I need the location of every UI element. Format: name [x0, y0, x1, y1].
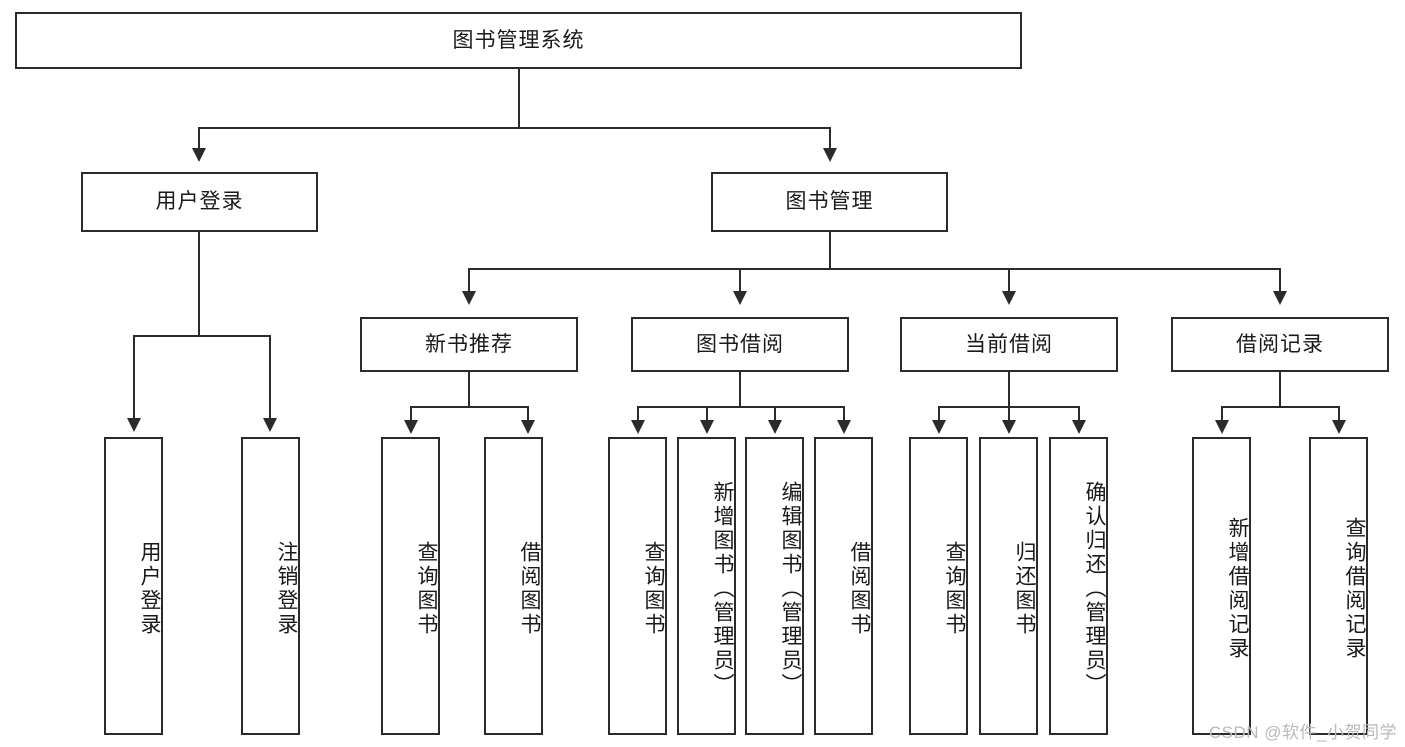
leaf-user-login-logout[interactable]: 注销登录 — [241, 437, 300, 735]
arrowhead-book-manage-current-borrow — [1002, 291, 1016, 305]
node-borrow-record[interactable]: 借阅记录 — [1171, 317, 1389, 372]
node-label: 图书管理 — [785, 190, 874, 214]
leaf-book-borrow-query[interactable]: 查询图书 — [608, 437, 667, 735]
leaf-label: 注销登录 — [275, 541, 298, 637]
arrowhead-new-book-leaf-1 — [404, 420, 418, 434]
arrowhead-book-borrow-leaf-2 — [700, 420, 714, 434]
connector-root-to-book-manage — [829, 127, 831, 151]
connector-new-book-bus — [410, 406, 528, 408]
connector-book-manage-to-borrow-record — [1279, 268, 1281, 294]
connector-book-borrow-leaf-1 — [637, 406, 639, 422]
leaf-book-borrow-add[interactable]: 新增图书（管理员） — [677, 437, 736, 735]
arrowhead-current-borrow-leaf-2 — [1002, 420, 1016, 434]
leaf-new-book-query[interactable]: 查询图书 — [381, 437, 440, 735]
connector-borrow-record-stem — [1279, 372, 1281, 408]
leaf-current-borrow-query[interactable]: 查询图书 — [909, 437, 968, 735]
connector-book-borrow-leaf-4 — [843, 406, 845, 422]
arrowhead-borrow-record-leaf-1 — [1215, 420, 1229, 434]
connector-book-manage-bus — [468, 268, 1281, 270]
leaf-label: 新增借阅记录 — [1226, 517, 1249, 661]
connector-user-login-to-leaf-2 — [269, 335, 271, 421]
leaf-book-borrow-edit[interactable]: 编辑图书（管理员） — [745, 437, 804, 735]
node-label: 用户登录 — [155, 190, 244, 214]
leaf-label: 借阅图书 — [848, 541, 871, 637]
connector-borrow-record-leaf-2 — [1338, 406, 1340, 422]
connector-new-book-leaf-1 — [410, 406, 412, 422]
arrowhead-book-borrow-leaf-4 — [837, 420, 851, 434]
leaf-label: 归还图书 — [1013, 541, 1036, 637]
connector-new-book-leaf-2 — [527, 406, 529, 422]
connector-book-manage-to-new-book — [468, 268, 470, 294]
node-book-manage[interactable]: 图书管理 — [711, 172, 948, 232]
leaf-label: 用户登录 — [138, 541, 161, 637]
node-label: 新书推荐 — [425, 332, 513, 356]
connector-new-book-stem — [468, 372, 470, 408]
node-current-borrow[interactable]: 当前借阅 — [900, 317, 1118, 372]
connector-current-borrow-leaf-1 — [938, 406, 940, 422]
leaf-new-book-borrow[interactable]: 借阅图书 — [484, 437, 543, 735]
node-system-root[interactable]: 图书管理系统 — [15, 12, 1022, 69]
leaf-label: 编辑图书（管理员） — [779, 481, 802, 697]
connector-book-borrow-leaf-3 — [774, 406, 776, 422]
arrowhead-book-manage-new-book — [462, 291, 476, 305]
connector-book-manage-to-book-borrow — [739, 268, 741, 294]
leaf-label: 确认归还（管理员） — [1083, 481, 1106, 697]
leaf-borrow-record-add[interactable]: 新增借阅记录 — [1192, 437, 1251, 735]
connector-current-borrow-leaf-3 — [1078, 406, 1080, 422]
arrowhead-current-borrow-leaf-1 — [932, 420, 946, 434]
node-label: 当前借阅 — [965, 332, 1053, 356]
leaf-label: 查询图书 — [943, 541, 966, 637]
arrowhead-root-to-user-login — [192, 148, 206, 162]
leaf-label: 新增图书（管理员） — [711, 481, 734, 697]
node-label: 图书管理系统 — [452, 28, 585, 52]
leaf-book-borrow-borrow[interactable]: 借阅图书 — [814, 437, 873, 735]
node-new-book-recommend[interactable]: 新书推荐 — [360, 317, 578, 372]
arrowhead-root-to-book-manage — [823, 148, 837, 162]
leaf-current-borrow-confirm-return[interactable]: 确认归还（管理员） — [1049, 437, 1108, 735]
arrowhead-new-book-leaf-2 — [521, 420, 535, 434]
connector-borrow-record-bus — [1221, 406, 1339, 408]
connector-current-borrow-leaf-2 — [1008, 406, 1010, 422]
connector-user-login-bus — [133, 335, 270, 337]
arrowhead-user-login-leaf-1 — [127, 418, 141, 432]
connector-book-manage-stem — [829, 232, 831, 270]
arrowhead-user-login-leaf-2 — [263, 418, 277, 432]
node-user-login[interactable]: 用户登录 — [81, 172, 318, 232]
arrowhead-book-manage-book-borrow — [733, 291, 747, 305]
leaf-borrow-record-query[interactable]: 查询借阅记录 — [1309, 437, 1368, 735]
connector-user-login-stem — [198, 232, 200, 337]
connector-book-borrow-bus — [637, 406, 844, 408]
connector-book-manage-to-current-borrow — [1008, 268, 1010, 294]
arrowhead-current-borrow-leaf-3 — [1072, 420, 1086, 434]
arrowhead-book-borrow-leaf-1 — [631, 420, 645, 434]
connector-root-to-user-login — [198, 127, 200, 151]
arrowhead-borrow-record-leaf-2 — [1332, 420, 1346, 434]
connector-root-stem — [518, 69, 520, 128]
connector-root-bus — [198, 127, 831, 129]
connector-user-login-to-leaf-1 — [133, 335, 135, 421]
connector-book-borrow-leaf-2 — [706, 406, 708, 422]
connector-book-borrow-stem — [739, 372, 741, 408]
leaf-label: 查询借阅记录 — [1343, 517, 1366, 661]
arrowhead-book-borrow-leaf-3 — [768, 420, 782, 434]
connector-borrow-record-leaf-1 — [1221, 406, 1223, 422]
leaf-label: 查询图书 — [642, 541, 665, 637]
leaf-label: 借阅图书 — [518, 541, 541, 637]
arrowhead-book-manage-borrow-record — [1273, 291, 1287, 305]
node-label: 图书借阅 — [696, 332, 784, 356]
leaf-label: 查询图书 — [415, 541, 438, 637]
node-label: 借阅记录 — [1236, 332, 1324, 356]
leaf-user-login-login[interactable]: 用户登录 — [104, 437, 163, 735]
connector-current-borrow-stem — [1008, 372, 1010, 408]
node-book-borrow[interactable]: 图书借阅 — [631, 317, 849, 372]
leaf-current-borrow-return[interactable]: 归还图书 — [979, 437, 1038, 735]
